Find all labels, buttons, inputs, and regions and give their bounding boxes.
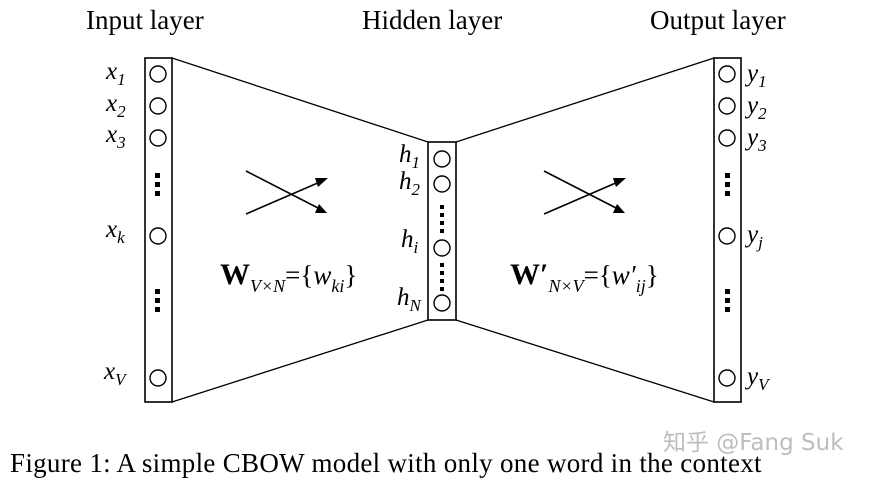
output-node <box>718 129 736 147</box>
watermark: 知乎 @Fang Suk <box>663 430 844 456</box>
input-node-label: x3 <box>106 121 126 152</box>
hidden-output-top-edge <box>455 57 715 143</box>
input-node-label: x2 <box>106 90 126 121</box>
hidden-node <box>433 294 451 312</box>
output-node-label: y3 <box>747 124 767 155</box>
hidden-node-label: h2 <box>399 168 420 199</box>
output-node <box>718 65 736 83</box>
input-hidden-weight-formula: WV×N={wki} <box>220 258 358 296</box>
output-node-label: y2 <box>747 92 767 123</box>
output-node-label: y1 <box>747 60 767 91</box>
hidden-node-label: hi <box>401 226 419 257</box>
hidden-node <box>433 239 451 257</box>
output-layer-box <box>713 57 742 403</box>
input-layer-title: Input layer <box>86 5 204 35</box>
crossing-arrows-icon <box>543 170 626 215</box>
hidden-output-weight-formula: W′N×V={w′ij} <box>510 258 659 296</box>
output-layer-title: Output layer <box>650 5 786 35</box>
input-ellipsis-2 <box>155 289 160 312</box>
hidden-ellipsis-2 <box>440 263 444 291</box>
input-layer-box <box>144 57 173 403</box>
figure-caption: Figure 1: A simple CBOW model with only … <box>10 448 762 478</box>
output-node <box>718 227 736 245</box>
output-node-label: yj <box>747 221 763 252</box>
output-ellipsis-2 <box>725 289 730 312</box>
input-node-label: xk <box>106 216 125 247</box>
input-node <box>149 65 167 83</box>
output-node <box>718 369 736 387</box>
input-ellipsis-1 <box>155 173 160 196</box>
input-node-label: xV <box>104 358 126 389</box>
hidden-node <box>433 175 451 193</box>
hidden-node <box>433 150 451 168</box>
output-node <box>718 97 736 115</box>
input-hidden-bottom-edge <box>171 319 429 403</box>
input-node <box>149 129 167 147</box>
input-node-label: x1 <box>106 58 126 89</box>
hidden-node-label: hN <box>397 284 421 315</box>
hidden-ellipsis-1 <box>440 205 444 233</box>
output-ellipsis-1 <box>725 173 730 196</box>
crossing-arrows-icon <box>245 170 328 215</box>
hidden-node-label: h1 <box>399 141 420 172</box>
input-node <box>149 97 167 115</box>
hidden-output-bottom-edge <box>455 319 715 403</box>
hidden-layer-title: Hidden layer <box>362 5 503 35</box>
input-node <box>149 227 167 245</box>
output-node-label: yV <box>747 363 769 394</box>
input-hidden-top-edge <box>171 57 429 143</box>
input-node <box>149 369 167 387</box>
